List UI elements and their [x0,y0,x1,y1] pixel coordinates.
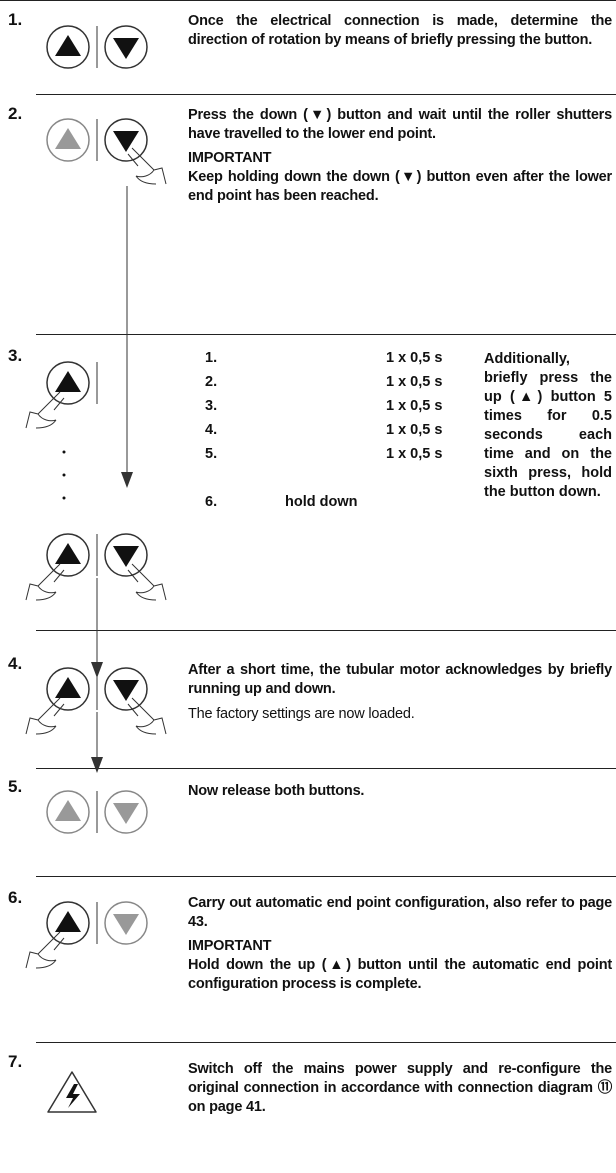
down-button-icon [104,901,148,945]
divider [36,630,616,631]
seq-index: 3. [205,398,218,414]
high-voltage-warning-icon [47,1071,97,1113]
divider [36,876,616,877]
dot [62,450,66,454]
seq-index: 4. [205,422,218,438]
seq-index: 1. [205,350,218,366]
important-label: IMPORTANT [188,938,272,954]
step-number: 6. [8,888,23,907]
dot [62,473,66,477]
down-button-icon [104,25,148,69]
step-6-note: Hold down the up (▲) button until the au… [188,957,612,992]
up-button-icon [46,25,90,69]
seq-index: 5. [205,446,218,462]
down-button-icon [104,790,148,834]
up-button-icon [46,901,90,945]
step-number: 7. [8,1052,23,1071]
divider [0,0,616,1]
step-5-text: Now release both buttons. [188,783,365,799]
seq-duration: 1 x 0,5 s [386,446,443,462]
step-3-text: Additionally, briefly press the up (▲) b… [484,351,612,500]
divider [36,334,616,335]
step-4-text: After a short time, the tubular motor ac… [188,661,612,724]
step-2-instruction: Press the down (▼) button and wait until… [188,107,612,142]
divider [36,94,616,95]
step-1-text: Once the electrical connection is made, … [188,13,612,48]
seq-duration: 1 x 0,5 s [386,350,443,366]
seq-duration: 1 x 0,5 s [386,374,443,390]
seq-duration: hold down [285,494,358,510]
step-4-instruction: After a short time, the tubular motor ac… [188,662,612,697]
up-button-icon [46,790,90,834]
important-label: IMPORTANT [188,150,272,166]
step-4-note: The factory settings are now loaded. [188,706,415,722]
arrow-head-icon [121,472,133,488]
step-6-text: Carry out automatic end point configurat… [188,894,612,994]
step-2-note: Keep holding down the down (▼) button ev… [188,169,612,204]
arrow-head-icon [91,757,103,773]
step-number: 4. [8,654,23,673]
seq-duration: 1 x 0,5 s [386,422,443,438]
divider [36,768,616,769]
step-6-instruction: Carry out automatic end point configurat… [188,895,612,930]
step-number: 5. [8,777,23,796]
seq-index: 6. [205,494,218,510]
up-button-icon [46,533,90,577]
seq-index: 2. [205,374,218,390]
up-button-icon [46,361,90,405]
seq-duration: 1 x 0,5 s [386,398,443,414]
step-number: 2. [8,104,23,123]
up-button-icon [46,667,90,711]
dot [62,496,66,500]
step-7-text: Switch off the mains power supply and re… [188,1061,612,1115]
down-button-icon [104,533,148,577]
step-number: 3. [8,346,23,365]
up-button-icon [46,118,90,162]
step-2-text: Press the down (▼) button and wait until… [188,106,612,206]
down-button-icon [104,667,148,711]
divider [36,1042,616,1043]
down-button-icon [104,118,148,162]
step-number: 1. [8,10,23,29]
